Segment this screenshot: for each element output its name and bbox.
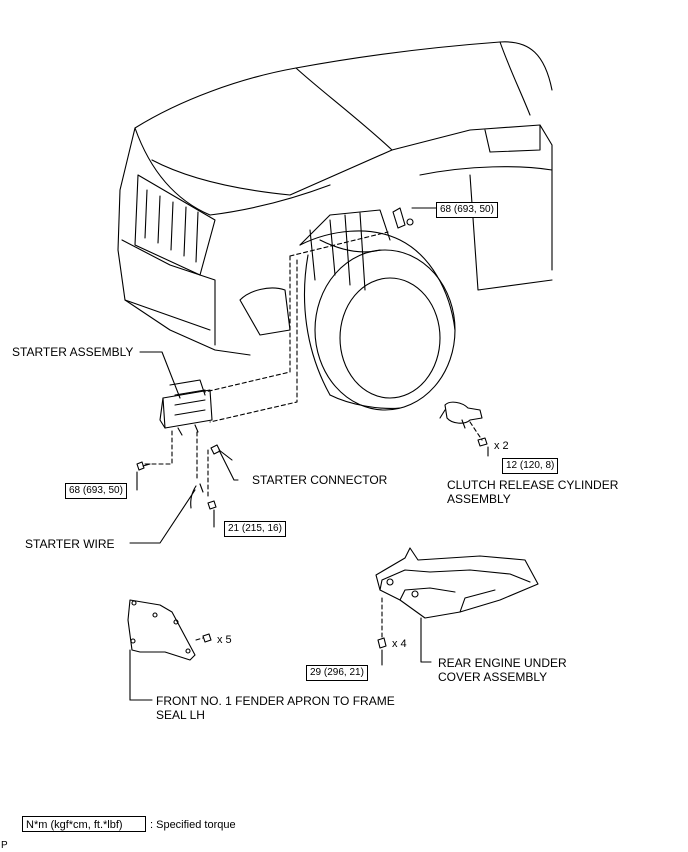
label-rear-cover-line1: REAR ENGINE UNDER xyxy=(438,656,567,670)
assembly-lines xyxy=(144,231,483,641)
count-clutch: x 2 xyxy=(494,440,509,452)
leader-lines xyxy=(129,207,489,701)
count-under-cover: x 4 xyxy=(392,638,407,650)
starter-connector-icon xyxy=(210,444,233,461)
starter-bolt-icon xyxy=(136,461,151,471)
starter-assembly-icon xyxy=(159,379,213,436)
torque-starter-bolt: 68 (693, 50) xyxy=(65,483,127,499)
torque-clutch-bolt: 12 (120, 8) xyxy=(502,458,559,474)
label-fender-line2: SEAL LH xyxy=(156,708,205,722)
vehicle-illustration xyxy=(117,41,553,411)
torque-top-bolt: 68 (693, 50) xyxy=(436,202,498,218)
label-rear-cover-line2: COVER ASSEMBLY xyxy=(438,670,548,684)
legend-torque-unit: N*m (kgf*cm, ft.*lbf) xyxy=(22,816,146,832)
label-clutch-line2: ASSEMBLY xyxy=(447,492,511,506)
top-bolt-icon xyxy=(392,207,414,229)
torque-under-cover-bolt: 29 (296, 21) xyxy=(306,665,368,681)
fender-seal-icon xyxy=(127,599,212,661)
count-fender: x 5 xyxy=(217,634,232,646)
corner-mark: P xyxy=(1,840,8,851)
label-starter-wire: STARTER WIRE xyxy=(25,537,115,551)
clutch-cylinder-icon xyxy=(439,401,488,447)
label-starter-connector: STARTER CONNECTOR xyxy=(252,473,388,487)
torque-wire-nut: 21 (215, 16) xyxy=(224,521,286,537)
label-fender-line1: FRONT NO. 1 FENDER APRON TO FRAME xyxy=(156,694,395,708)
starter-wire-icon xyxy=(190,483,204,509)
label-starter-assembly: STARTER ASSEMBLY xyxy=(12,345,134,359)
wire-nut-icon xyxy=(207,500,217,510)
under-cover-icon xyxy=(375,547,539,649)
legend-description: : Specified torque xyxy=(150,819,236,831)
label-clutch-line1: CLUTCH RELEASE CYLINDER xyxy=(447,478,619,492)
